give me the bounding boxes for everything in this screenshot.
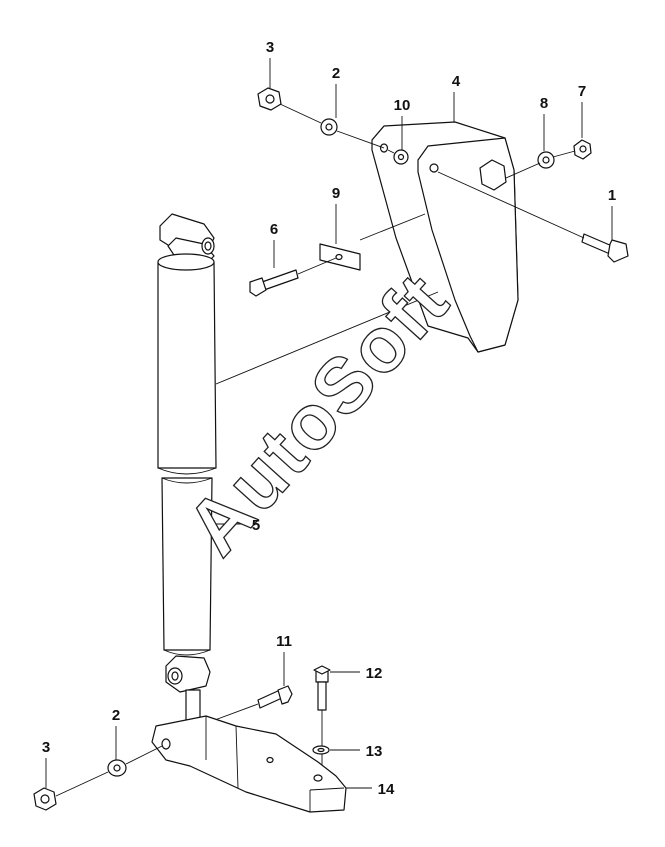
callout-label-3: 3 [266, 39, 274, 56]
callout-label-6: 6 [270, 221, 278, 238]
shock-absorber [157, 213, 217, 731]
bolt-12 [313, 665, 331, 711]
nut-3-lower [33, 787, 57, 811]
callout-label-4: 4 [452, 73, 461, 90]
washer-2-lower [107, 759, 127, 777]
nut-3-upper [257, 87, 282, 111]
spacer-10 [393, 149, 409, 165]
nut-7 [573, 139, 592, 160]
callout-label-3: 3 [42, 739, 50, 756]
callout-label-7: 7 [578, 83, 586, 100]
callout-label-10: 10 [394, 97, 411, 114]
bolt-1 [437, 171, 629, 263]
callout-labels: 3 2 4 10 8 7 1 9 6 5 11 12 2 13 3 14 [42, 39, 616, 798]
callout-label-8: 8 [540, 95, 548, 112]
washer-8 [537, 151, 555, 169]
callout-label-5: 5 [252, 517, 260, 534]
callout-label-2: 2 [332, 65, 340, 82]
callout-label-13: 13 [366, 743, 383, 760]
upper-bracket [371, 121, 519, 353]
callout-label-1: 1 [608, 187, 616, 204]
plate-9 [319, 243, 361, 271]
bolt-11 [257, 685, 293, 709]
callout-label-12: 12 [366, 665, 383, 682]
washer-13 [312, 745, 330, 755]
callout-label-2: 2 [112, 707, 120, 724]
callout-label-9: 9 [332, 185, 340, 202]
callout-label-14: 14 [378, 781, 395, 798]
callout-label-11: 11 [276, 633, 292, 650]
washer-2-upper [320, 118, 338, 136]
bolt-6 [249, 269, 299, 297]
lower-bracket [151, 715, 347, 813]
